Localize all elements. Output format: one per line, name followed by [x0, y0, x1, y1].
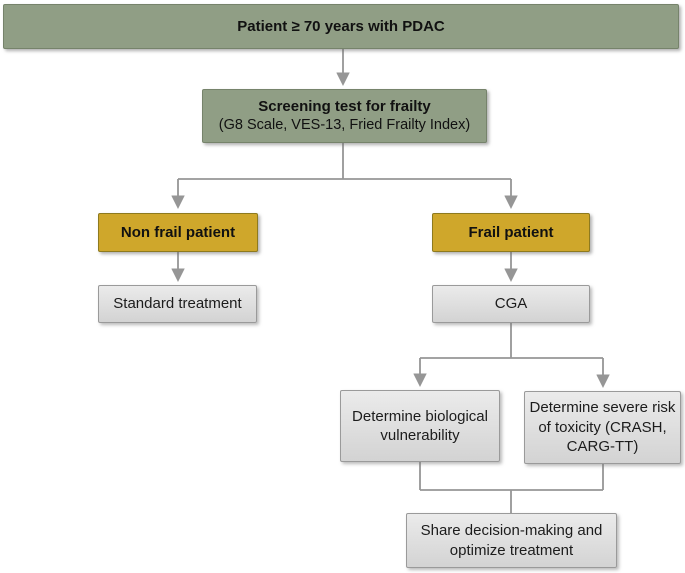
- node-standard-treatment: Standard treatment: [98, 285, 257, 323]
- node-patient-banner: Patient ≥ 70 years with PDAC: [3, 4, 679, 49]
- node-frail-patient: Frail patient: [432, 213, 590, 252]
- screening-title: Screening test for frailty: [258, 97, 431, 115]
- node-toxicity-risk: Determine severe risk of toxicity (CRASH…: [524, 391, 681, 464]
- screening-subtitle: (G8 Scale, VES-13, Fried Frailty Index): [218, 117, 471, 134]
- node-cga: CGA: [432, 285, 590, 323]
- node-screening-test: Screening test for frailty (G8 Scale, VE…: [202, 89, 487, 143]
- node-shared-decision: Share decision-making and optimize treat…: [406, 513, 617, 568]
- node-biological-vulnerability: Determine biological vulnerability: [340, 390, 500, 462]
- node-non-frail-patient: Non frail patient: [98, 213, 258, 252]
